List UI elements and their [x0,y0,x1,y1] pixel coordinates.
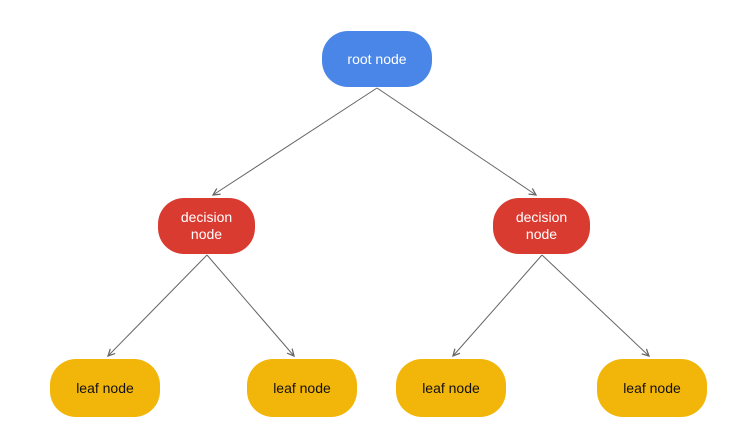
leaf-3: leaf node [396,359,506,417]
decision-left: decision node [158,198,255,254]
node-label: leaf node [623,379,681,396]
node-label: decision node [515,209,568,242]
node-label: leaf node [422,379,480,396]
decision-right: decision node [493,198,590,254]
root: root node [322,31,432,87]
edge-root-to-decision-left [213,87,378,195]
leaf-2: leaf node [247,359,357,417]
leaf-1: leaf node [50,359,160,417]
node-label: root node [347,50,407,67]
leaf-4: leaf node [597,359,707,417]
edge-decision-right-to-leaf-4 [541,254,649,356]
node-label: leaf node [76,379,134,396]
edge-root-to-decision-right [376,87,536,195]
edge-decision-left-to-leaf-2 [206,254,294,356]
node-label: leaf node [273,379,331,396]
node-label: decision node [180,209,233,242]
edge-decision-right-to-leaf-3 [453,254,543,356]
edge-decision-left-to-leaf-1 [108,254,208,356]
